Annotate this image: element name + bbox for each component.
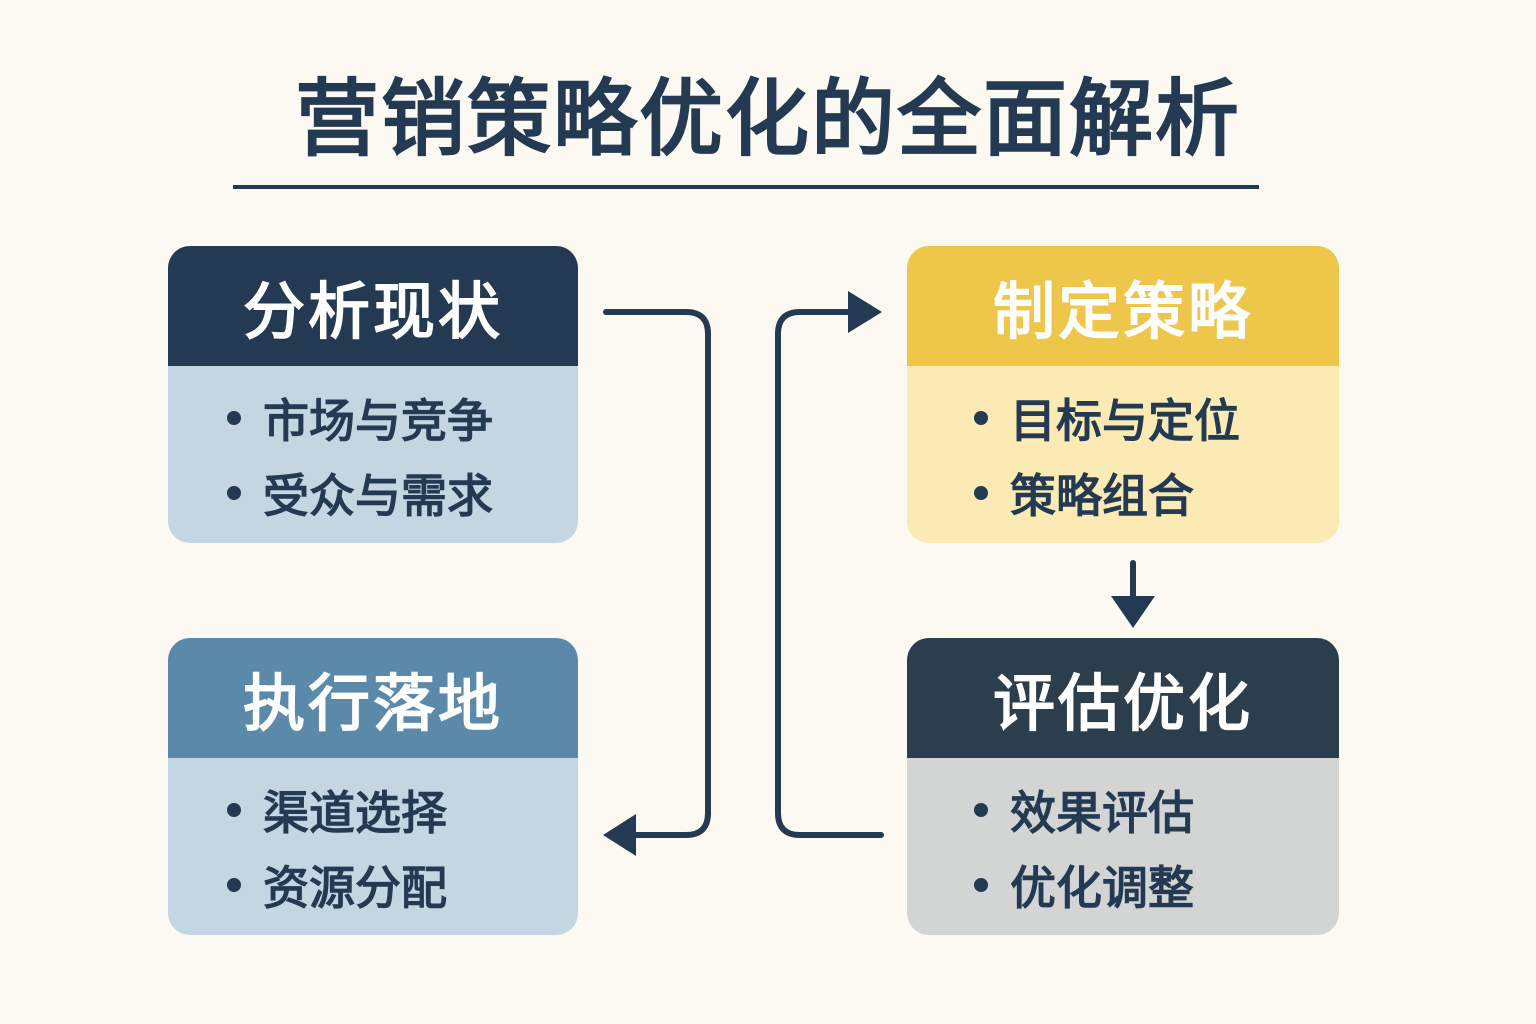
arrow-head-right-icon <box>848 291 882 333</box>
list-item: 优化调整 <box>907 847 1339 922</box>
item-label: 资源分配 <box>263 860 447 915</box>
box-heading: 分析现状 <box>168 246 578 366</box>
bullet-icon <box>227 877 241 892</box>
list-item: 渠道选择 <box>168 772 578 847</box>
box-execute: 执行落地 渠道选择 资源分配 <box>168 638 578 935</box>
box-heading: 评估优化 <box>907 638 1339 758</box>
bullet-icon <box>974 802 988 817</box>
bullet-icon <box>227 485 241 500</box>
item-label: 效果评估 <box>1010 785 1194 840</box>
box-analyze: 分析现状 市场与竞争 受众与需求 <box>168 246 578 543</box>
item-label: 优化调整 <box>1010 860 1194 915</box>
item-label: 渠道选择 <box>263 785 447 840</box>
box-heading: 执行落地 <box>168 638 578 758</box>
list-item: 目标与定位 <box>907 380 1339 455</box>
item-label: 受众与需求 <box>263 468 493 523</box>
list-item: 效果评估 <box>907 772 1339 847</box>
bullet-icon <box>227 802 241 817</box>
arrow-evaluate-to-strategy <box>775 309 884 838</box>
box-strategy: 制定策略 目标与定位 策略组合 <box>907 246 1339 543</box>
item-label: 策略组合 <box>1010 468 1194 523</box>
page-title: 营销策略优化的全面解析 <box>294 70 1241 168</box>
list-item: 市场与竞争 <box>168 380 578 455</box>
list-item: 策略组合 <box>907 455 1339 530</box>
bullet-icon <box>974 410 988 425</box>
bullet-icon <box>227 410 241 425</box>
item-label: 目标与定位 <box>1010 393 1240 448</box>
box-heading: 制定策略 <box>907 246 1339 366</box>
title-divider <box>233 185 1259 189</box>
box-evaluate: 评估优化 效果评估 优化调整 <box>907 638 1339 935</box>
arrow-head-down-icon <box>1111 596 1155 628</box>
bullet-icon <box>974 877 988 892</box>
item-label: 市场与竞争 <box>263 393 493 448</box>
bullet-icon <box>974 485 988 500</box>
list-item: 受众与需求 <box>168 455 578 530</box>
list-item: 资源分配 <box>168 847 578 922</box>
arrow-analyze-to-execute <box>603 309 711 838</box>
arrow-head-left-icon <box>603 814 636 856</box>
